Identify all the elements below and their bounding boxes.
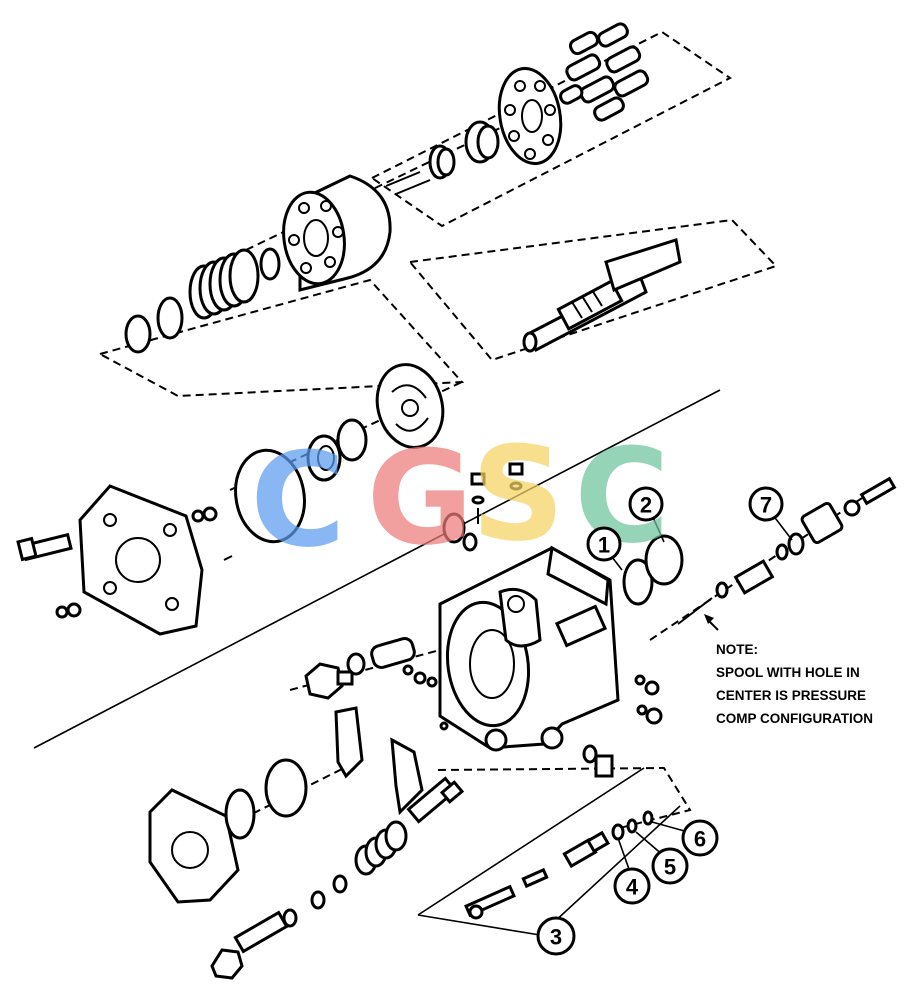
top-bolts [470,462,524,524]
spool-note: NOTE: SPOOL WITH HOLE IN CENTER IS PRESS… [716,638,873,730]
port-block [78,484,204,636]
axis-line-compensator [649,485,881,641]
callout-5-label: 5 [664,855,676,880]
assembly-line-right [539,805,681,936]
group-outline-spring [97,278,465,398]
adjust-screw [210,910,289,980]
control-piston [406,776,465,824]
note-arrow [704,614,719,631]
axis-line-bearing [159,759,361,861]
callout-1-label: 1 [598,533,610,558]
valve-plate-bearing [306,418,368,482]
callout-4: 4 [613,867,651,905]
note-line-4: COMP CONFIGURATION [716,711,873,726]
callout-2: 2 [628,486,664,522]
callout-5: 5 [651,847,689,885]
red-plug-fittings [442,512,478,552]
pump-housing [438,545,620,752]
small-fittings-left [55,506,233,619]
callout-6-label: 6 [694,827,706,852]
saddle-bearings [334,706,424,816]
assembly-line-lower [417,767,645,916]
callout-7-label: 7 [760,493,772,518]
control-spring [354,820,408,876]
assembly-line-lower-b [417,914,541,936]
compensator-lower-parts [464,810,654,920]
snap-ring [124,314,152,354]
right-lower-fitting [582,744,614,778]
leader-4 [617,837,631,873]
spherical-bushing [464,120,500,164]
group-outline-pistons [370,30,732,228]
cap-screw [16,532,73,562]
drive-shaft [522,238,682,353]
watermark-letter-c1: C [250,424,345,576]
leader-6 [651,821,689,833]
callout-3: 3 [536,916,576,956]
small-fittings-mid [402,664,663,731]
spacer-ring [428,144,456,180]
callout-4-label: 4 [626,875,639,900]
barrel-spring [188,248,260,320]
retaining-ring [259,247,281,281]
watermark-letter-s: S [471,418,565,570]
small-o-rings-lower [282,874,348,928]
swashplate-cover [148,788,240,904]
callout-6: 6 [681,819,719,857]
shaft-seal [622,534,684,606]
note-line-3: CENTER IS PRESSURE [716,688,867,703]
assembly-line-main [33,389,721,749]
note-line-2: SPOOL WITH HOLE IN [716,665,860,680]
compensator-stack [677,476,897,625]
note-line-1: NOTE: [716,642,758,657]
spring-washer [156,296,184,340]
group-outline-shaft [408,218,778,362]
callout-1: 1 [586,526,622,562]
roller-bearing [224,758,308,840]
hex-plug [304,652,366,700]
callout-2-label: 2 [640,493,652,518]
cylinder-barrel [282,174,392,292]
callout-3-label: 3 [550,925,562,950]
bushing [370,637,416,669]
large-o-ring [234,448,306,544]
valve-plate [375,363,445,449]
callout-7: 7 [748,486,784,522]
pins [385,171,431,195]
piston-retainer-plate [497,66,563,166]
watermark-letter-g: G [367,422,474,574]
pistons-group [559,22,650,122]
